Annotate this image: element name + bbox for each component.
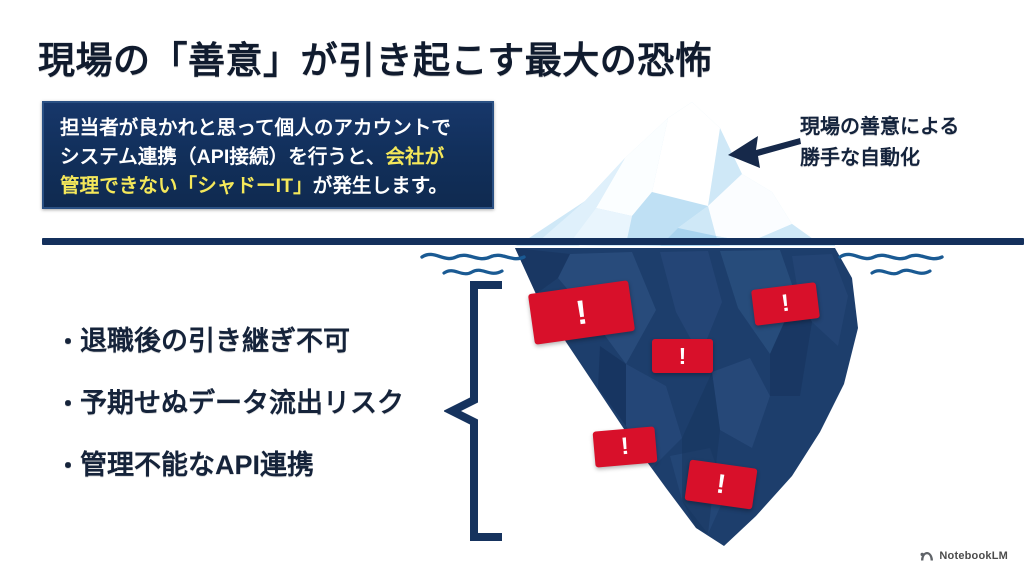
annotation-text: 現場の善意による 勝手な自動化 (800, 112, 959, 174)
annotation-line-1: 現場の善意による (800, 116, 960, 138)
callout-line-2-plain: システム連携（API接続）を行うと、 (60, 146, 386, 168)
callout-line-3-plain: が発生します。 (312, 175, 448, 197)
watermark: NotebookLM (920, 550, 1008, 562)
bullet-list: ・退職後の引き継ぎ不可 ・予期せぬデータ流出リスク ・管理不能なAPI連携 (56, 328, 456, 479)
warning-sign: ! (592, 426, 658, 468)
page-title: 現場の「善意」が引き起こす最大の恐怖 (38, 40, 713, 81)
exclamation-icon: ! (573, 292, 590, 333)
annotation-arrow (722, 130, 802, 179)
iceberg-above-water (515, 102, 835, 246)
exclamation-icon: ! (779, 289, 792, 318)
exclamation-icon: ! (714, 468, 728, 500)
callout-line-2-highlight: 会社が (385, 146, 445, 168)
list-item: ・予期せぬデータ流出リスク (56, 390, 456, 417)
list-item-label: 退職後の引き継ぎ不可 (80, 326, 350, 356)
left-arrow-icon (728, 136, 801, 168)
bullet-marker: ・ (56, 453, 80, 480)
list-item: ・退職後の引き継ぎ不可 (56, 328, 456, 355)
callout-line-3: 管理できない「シャドーIT」が発生します。 (60, 172, 478, 201)
list-item-label: 予期せぬデータ流出リスク (80, 388, 404, 418)
notebooklm-logo-icon (920, 552, 934, 561)
bullets-bracket (443, 280, 506, 547)
callout-line-2: システム連携（API接続）を行うと、会社が (60, 143, 478, 172)
bullet-marker: ・ (56, 329, 80, 356)
callout-line-3-highlight: 管理できない「シャドーIT」 (60, 175, 313, 197)
bracket-icon (443, 281, 502, 541)
list-item: ・管理不能なAPI連携 (56, 452, 456, 479)
watermark-label: NotebookLM (939, 550, 1008, 562)
wave-right (838, 248, 956, 282)
bullet-marker: ・ (56, 391, 80, 418)
bottom-strip (0, 570, 1024, 576)
exclamation-icon: ! (678, 342, 687, 369)
waterline (42, 238, 1024, 245)
list-item-label: 管理不能なAPI連携 (80, 450, 315, 480)
warning-sign: ! (652, 339, 713, 373)
callout-box: 担当者が良かれと思って個人のアカウントで システム連携（API接続）を行うと、会… (42, 101, 494, 209)
wave-left (420, 248, 530, 282)
exclamation-icon: ! (619, 432, 631, 461)
annotation-line-2: 勝手な自動化 (800, 147, 920, 169)
callout-line-1: 担当者が良かれと思って個人のアカウントで (60, 117, 452, 139)
